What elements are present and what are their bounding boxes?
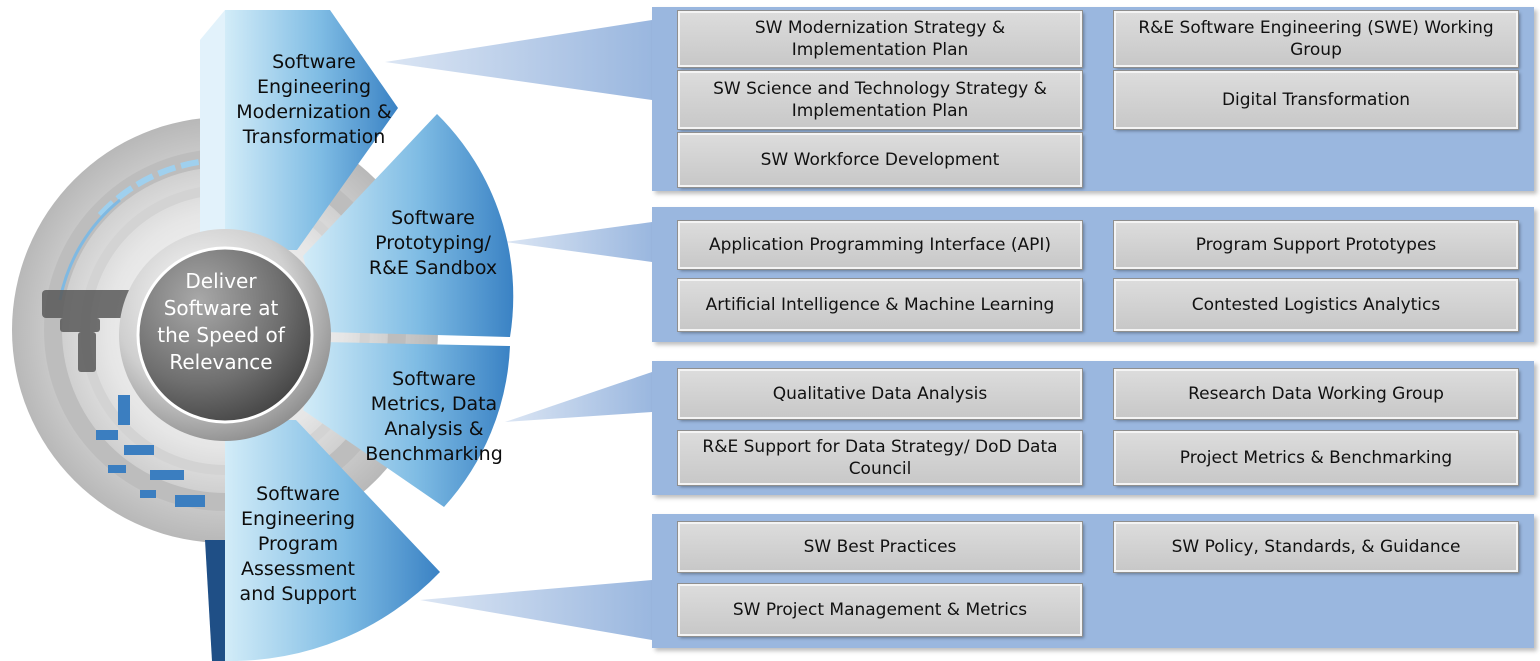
- item-project-metrics-benchmarking[interactable]: Project Metrics & Benchmarking: [1113, 430, 1519, 486]
- callout-connector-3: [505, 372, 652, 422]
- panel-assessment: SW Best Practices SW Policy, Standards, …: [652, 514, 1534, 648]
- item-sw-science-technology-strategy[interactable]: SW Science and Technology Strategy & Imp…: [677, 70, 1083, 130]
- callout-connector-4: [420, 580, 652, 640]
- segment-shape-2: [303, 114, 514, 337]
- panel-metrics: Qualitative Data Analysis Research Data …: [652, 361, 1534, 495]
- item-research-data-working-group[interactable]: Research Data Working Group: [1113, 368, 1519, 420]
- item-sw-best-practices[interactable]: SW Best Practices: [677, 521, 1083, 573]
- segment-shape-3: [303, 342, 510, 507]
- item-contested-logistics-analytics[interactable]: Contested Logistics Analytics: [1113, 278, 1519, 332]
- world-map-pattern: [42, 290, 132, 372]
- tech-bars: [96, 395, 205, 507]
- callout-connector-1: [385, 20, 652, 100]
- item-api[interactable]: Application Programming Interface (API): [677, 220, 1083, 270]
- item-program-support-prototypes[interactable]: Program Support Prototypes: [1113, 220, 1519, 270]
- hub-core: [136, 246, 314, 424]
- item-data-strategy-support[interactable]: R&E Support for Data Strategy/ DoD Data …: [677, 430, 1083, 486]
- item-qualitative-data-analysis[interactable]: Qualitative Data Analysis: [677, 368, 1083, 420]
- panel-prototyping: Application Programming Interface (API) …: [652, 207, 1534, 342]
- segment-label-3: Software Metrics, Data Analysis & Benchm…: [365, 368, 503, 465]
- segment-shape-1: [225, 10, 398, 250]
- center-label: Deliver Software at the Speed of Relevan…: [157, 269, 285, 374]
- wheel-graphic: [12, 10, 652, 661]
- segment-label-1: Software Engineering Modernization & Tra…: [236, 51, 392, 148]
- segment-shape-4: [225, 420, 440, 661]
- item-swe-working-group[interactable]: R&E Software Engineering (SWE) Working G…: [1113, 10, 1519, 68]
- item-sw-workforce-development[interactable]: SW Workforce Development: [677, 132, 1083, 188]
- segment-label-2: Software Prototyping/ R&E Sandbox: [368, 207, 498, 279]
- panel-modernization: SW Modernization Strategy & Implementati…: [652, 7, 1534, 191]
- callout-connector-2: [505, 222, 652, 262]
- item-sw-project-management-metrics[interactable]: SW Project Management & Metrics: [677, 583, 1083, 637]
- item-sw-policy-standards-guidance[interactable]: SW Policy, Standards, & Guidance: [1113, 521, 1519, 573]
- item-sw-modernization-strategy[interactable]: SW Modernization Strategy & Implementati…: [677, 10, 1083, 68]
- item-digital-transformation[interactable]: Digital Transformation: [1113, 70, 1519, 130]
- item-ai-ml[interactable]: Artificial Intelligence & Machine Learni…: [677, 278, 1083, 332]
- segment-label-4: Software Engineering Program Assessment …: [239, 483, 357, 605]
